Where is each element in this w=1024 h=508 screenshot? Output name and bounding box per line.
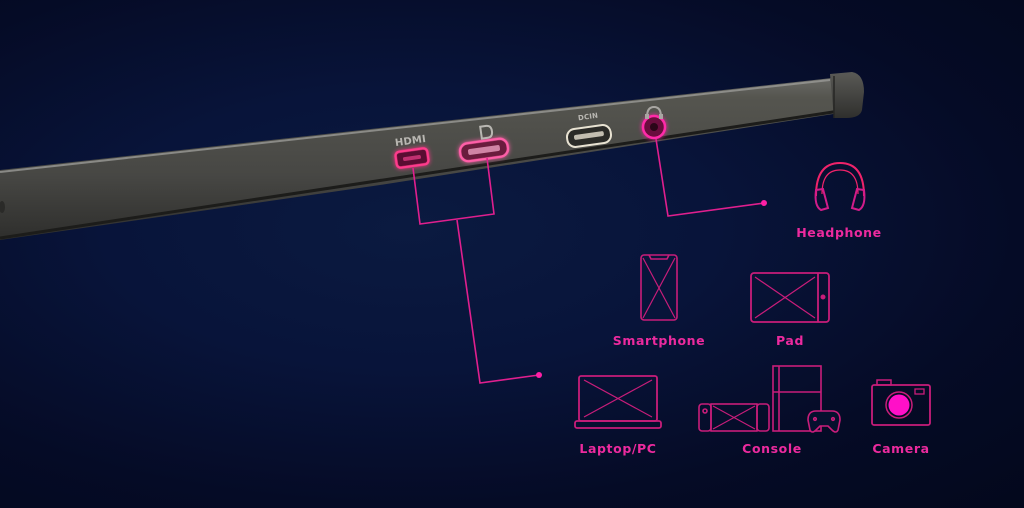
port-audio-jack[interactable] [641, 114, 667, 140]
line-hdmi-dp-bracket [412, 157, 495, 225]
line-headphone [655, 138, 765, 217]
camera-icon [871, 379, 931, 426]
monitor-top-highlight [0, 79, 831, 173]
port-hdmi[interactable] [394, 147, 430, 169]
laptop-icon [574, 375, 662, 429]
line-end-dot-video [536, 372, 542, 378]
device-label-laptop: Laptop/PC [579, 441, 657, 456]
tablet-icon [750, 272, 830, 323]
connector-lines [412, 138, 765, 384]
displayport-icon [479, 124, 494, 140]
console-icon [698, 365, 841, 433]
smartphone-icon [640, 254, 678, 321]
line-end-dot-headphone [761, 200, 767, 206]
device-label-headphone: Headphone [796, 225, 882, 240]
line-video-devices [456, 219, 540, 384]
headphone-small-icon [645, 105, 663, 119]
side-button [0, 201, 5, 213]
portable-monitor [0, 72, 864, 240]
port-dcin[interactable] [565, 124, 613, 148]
device-label-pad: Pad [775, 333, 805, 348]
monitor-bottom-shadow [0, 108, 847, 240]
headphone-icon [814, 161, 866, 212]
port-displayport[interactable] [458, 137, 510, 163]
device-label-console: Console [742, 441, 802, 456]
monitor-hinge [830, 72, 864, 118]
device-label-camera: Camera [872, 441, 930, 456]
device-label-smartphone: Smartphone [612, 333, 706, 348]
